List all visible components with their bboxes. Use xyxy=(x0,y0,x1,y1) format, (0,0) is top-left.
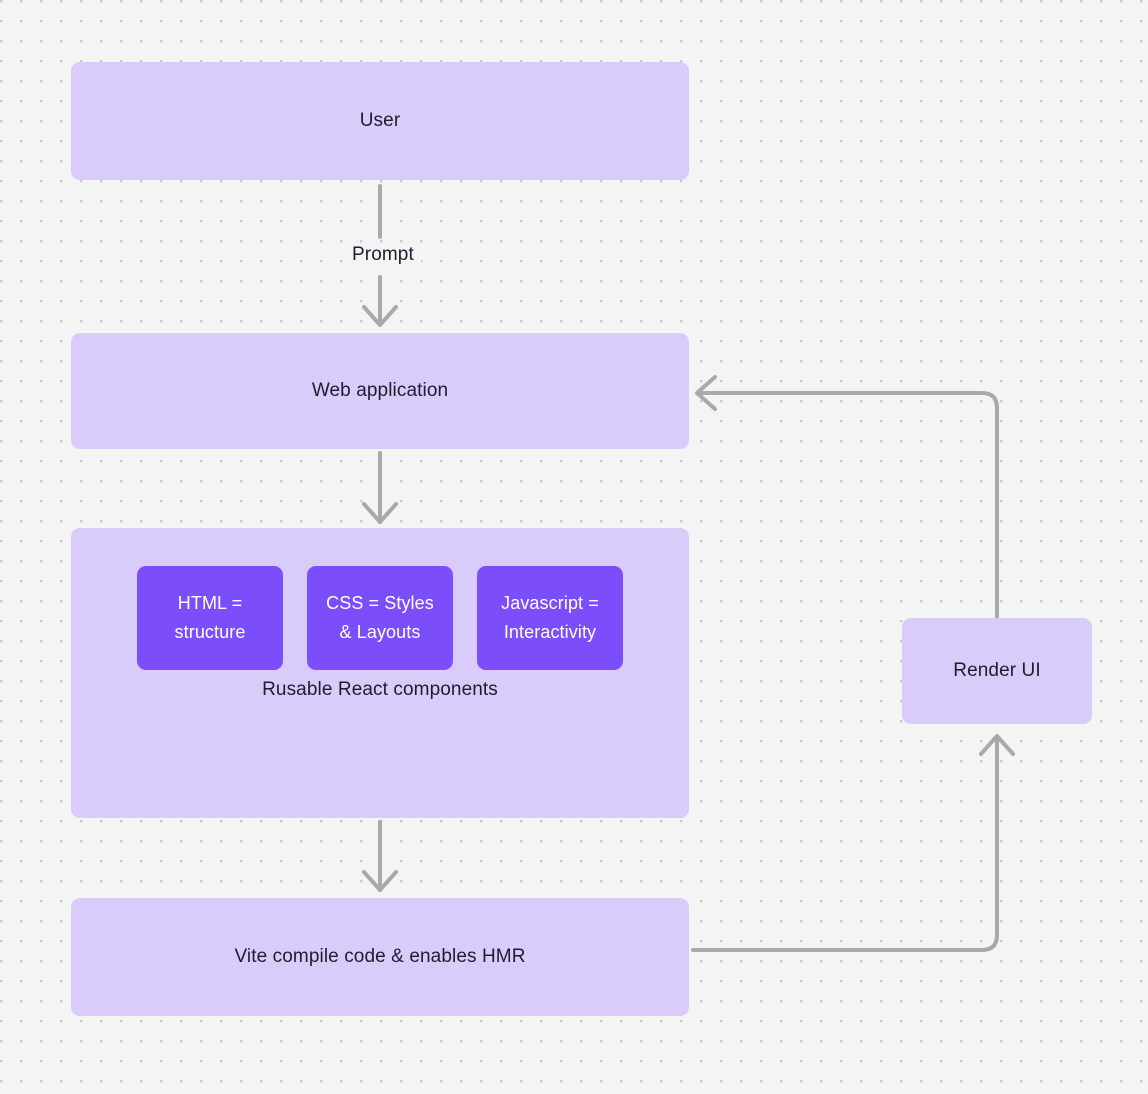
node-vite[interactable]: Vite compile code & enables HMR xyxy=(71,898,689,1016)
node-web-application[interactable]: Web application xyxy=(71,333,689,449)
node-html[interactable]: HTML = structure xyxy=(137,566,283,670)
node-javascript[interactable]: Javascript = Interactivity xyxy=(477,566,623,670)
edge-label-prompt: Prompt xyxy=(345,243,421,267)
node-css-line1: CSS = Styles xyxy=(326,593,434,614)
node-user-label: User xyxy=(359,110,401,132)
edge-vite-to-render-ui xyxy=(691,734,1015,952)
arrowhead-up-renderui xyxy=(979,734,1015,756)
node-render-ui-label: Render UI xyxy=(953,660,1041,682)
edge-web-application-to-react-components xyxy=(362,451,398,524)
node-css-label: CSS = Styles & Layouts xyxy=(326,589,434,647)
node-react-components-label: Rusable React components xyxy=(262,679,498,700)
node-javascript-line2: Interactivity xyxy=(503,622,597,642)
arrowhead-down-prompt xyxy=(362,305,398,327)
node-css-line2: & Layouts xyxy=(339,622,421,642)
node-vite-label: Vite compile code & enables HMR xyxy=(234,946,526,968)
node-html-line2: structure xyxy=(174,622,246,642)
node-css[interactable]: CSS = Styles & Layouts xyxy=(307,566,453,670)
node-web-application-label: Web application xyxy=(311,380,449,402)
node-html-line1: HTML = xyxy=(177,593,243,614)
edge-segment xyxy=(697,391,999,620)
arrowhead-down-components xyxy=(362,870,398,892)
node-html-label: HTML = structure xyxy=(175,589,246,647)
edge-react-components-to-vite xyxy=(362,820,398,892)
node-render-ui[interactable]: Render UI xyxy=(902,618,1092,724)
node-user[interactable]: User xyxy=(71,62,689,180)
edge-render-ui-to-web-application xyxy=(695,375,999,620)
edge-segment xyxy=(691,736,999,952)
node-react-components-group[interactable]: HTML = structure CSS = Styles & Layouts … xyxy=(71,528,689,818)
arrowhead-down-webapp xyxy=(362,502,398,524)
node-javascript-line1: Javascript = xyxy=(501,593,599,614)
node-javascript-label: Javascript = Interactivity xyxy=(501,589,599,647)
arrowhead-left-webapp xyxy=(695,375,717,411)
